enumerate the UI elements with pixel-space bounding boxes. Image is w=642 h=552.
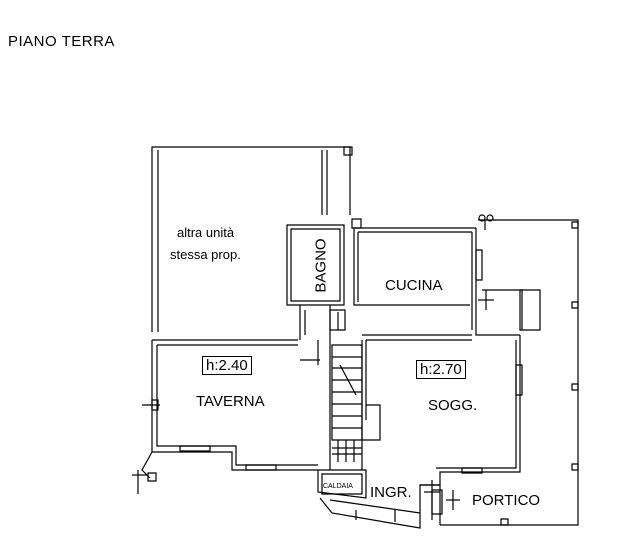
caldaia-label: CALDAIA xyxy=(323,483,353,490)
column-top xyxy=(344,147,352,155)
other-unit-outline xyxy=(152,147,350,332)
soggiorno-window xyxy=(516,365,522,395)
other-unit-label-line2: stessa prop. xyxy=(170,247,241,262)
ingresso-label: INGR. xyxy=(370,484,412,501)
cucina-label: CUCINA xyxy=(385,277,443,294)
cucina-window xyxy=(476,250,482,280)
plan-title: PIANO TERRA xyxy=(8,33,115,50)
taverna-window xyxy=(180,446,210,451)
portico-label: PORTICO xyxy=(472,492,541,509)
bagno-label: BAGNO xyxy=(312,238,330,293)
portico-outline xyxy=(440,220,578,525)
other-unit-label-line1: altra unità xyxy=(177,225,235,240)
bagno-outline xyxy=(287,225,344,305)
taverna-label: TAVERNA xyxy=(196,393,265,410)
cucina-balcony xyxy=(482,290,522,330)
taverna-height-box: h:2.40 xyxy=(202,356,252,375)
soggiorno-height-box: h:2.70 xyxy=(416,360,466,379)
caldaia-outline xyxy=(318,470,366,498)
cucina-outline xyxy=(354,228,470,305)
column-bagno xyxy=(352,219,361,228)
soggiorno-label: SOGG. xyxy=(428,397,478,414)
